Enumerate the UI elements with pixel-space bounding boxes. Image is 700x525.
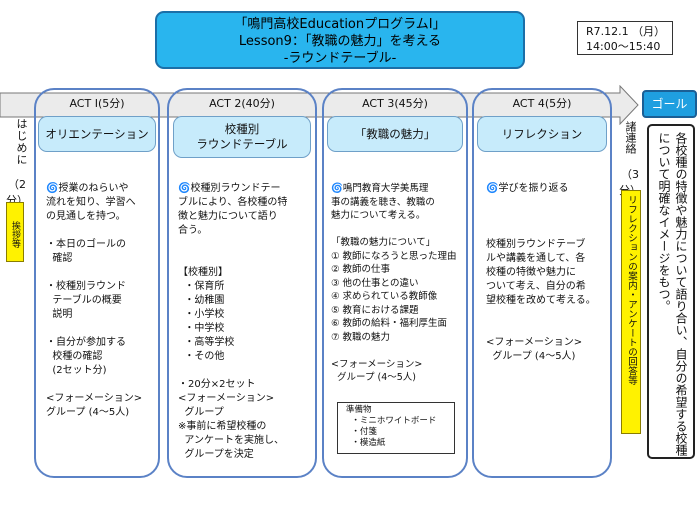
act-1-body: 🌀授業のねらいや 流れを知り、学習へ の見通しを持つ。 ・本日のゴールの 確認 …: [46, 183, 143, 418]
act-2-label: ACT 2(40分): [209, 97, 275, 110]
act-4-panel: [472, 88, 612, 478]
act-2-heading: 校種別 ラウンドテーブル: [173, 116, 311, 158]
title-line-1: 「鳴門高校EducationプログラムⅠ」: [234, 17, 446, 32]
act-1-label: ACT Ⅰ(5分): [69, 97, 125, 110]
title-box: 「鳴門高校EducationプログラムⅠ」 Lesson9：「教職の魅力」を考え…: [155, 11, 525, 69]
act-3-panel: [322, 88, 468, 478]
act-3-prep-box: 準備物 ・ミニホワイトボード ・付箋 ・模造紙: [337, 402, 455, 454]
intro-note: 挨拶等: [6, 202, 24, 262]
intro-label: はじめに: [15, 118, 28, 166]
title-line-2: Lesson9：「教職の魅力」を考える: [238, 34, 442, 49]
date-text: R7.12.1 （月）: [586, 25, 666, 38]
title-line-3: -ラウンドテーブル-: [283, 51, 397, 66]
goal-text: 各校種の特徴や魅力について語り合い、自分の希望する校種について明確なイメージをも…: [647, 124, 695, 459]
act-3-label: ACT 3(45分): [362, 97, 428, 110]
closing-note: リフレクションの案内・アンケートの回答等: [621, 190, 641, 434]
act-2-panel: [167, 88, 317, 478]
time-text: 14:00～15:40: [586, 40, 661, 53]
act-1-heading: オリエンテーション: [38, 116, 156, 152]
act-3-body: 🌀鳴門教育大学美馬理 事の講義を聴き、教職の 魅力について考える。 「教職の魅力…: [331, 183, 457, 383]
act-3-heading: 「教職の魅力」: [327, 116, 463, 152]
act-4-label: ACT 4(5分): [512, 97, 572, 110]
act-2-body: 🌀校種別ラウンドテー ブルにより、各校種の特 徴と魅力について語り 合う。 【校…: [178, 183, 288, 460]
goal-label: ゴール: [642, 90, 697, 118]
act-4-heading: リフレクション: [477, 116, 607, 152]
act-4-body: 🌀学びを振り返る 校種別ラウンドテーブ ルや講義を通して、各 校種の特徴や魅力に…: [486, 183, 596, 362]
act-1-panel: [34, 88, 160, 478]
date-box: R7.12.1 （月） 14:00～15:40: [577, 21, 673, 55]
closing-label: 諸連絡: [624, 121, 637, 154]
